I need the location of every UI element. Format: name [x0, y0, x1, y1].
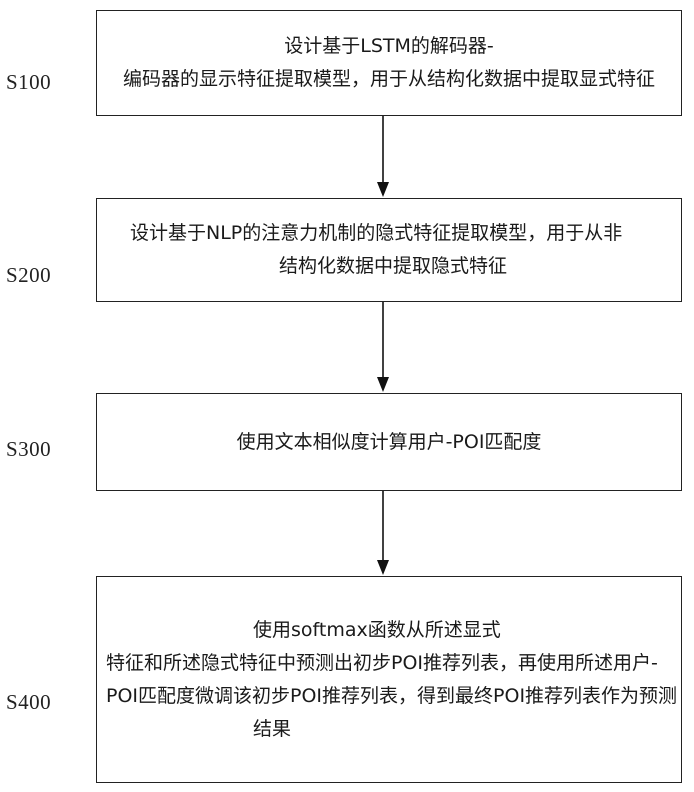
arrow-s100-to-s200: [377, 116, 389, 197]
step-box-s100: 设计基于LSTM的解码器- 编码器的显示特征提取模型，用于从结构化数据中提取显式…: [96, 10, 682, 116]
step-text-line: POI匹配度微调该初步POI推荐列表，得到最终POI推荐列表作为预测: [97, 680, 681, 713]
step-text-line: 编码器的显示特征提取模型，用于从结构化数据中提取显式特征: [97, 63, 681, 96]
step-label-s400: S400: [6, 690, 66, 715]
step-text-line: 结构化数据中提取隐式特征: [97, 250, 681, 283]
step-text-line: 使用softmax函数从所述显式: [97, 614, 681, 647]
step-label-s100: S100: [6, 70, 66, 95]
step-box-s400: 使用softmax函数从所述显式 特征和所述隐式特征中预测出初步POI推荐列表，…: [96, 576, 682, 783]
step-label-s300: S300: [6, 437, 66, 462]
step-text-line: 特征和所述隐式特征中预测出初步POI推荐列表，再使用所述用户-: [97, 647, 681, 680]
step-text-line: 结果: [97, 713, 681, 746]
step-text-line: 设计基于NLP的注意力机制的隐式特征提取模型，用于从非: [97, 217, 681, 250]
step-label-s200: S200: [6, 263, 66, 288]
step-text-line: 设计基于LSTM的解码器-: [97, 30, 681, 63]
step-text-line: 使用文本相似度计算用户-POI匹配度: [97, 426, 681, 459]
step-box-s300: 使用文本相似度计算用户-POI匹配度: [96, 393, 682, 491]
step-box-s200: 设计基于NLP的注意力机制的隐式特征提取模型，用于从非 结构化数据中提取隐式特征: [96, 198, 682, 302]
arrow-s300-to-s400: [377, 491, 389, 575]
arrow-s200-to-s300: [377, 302, 389, 392]
